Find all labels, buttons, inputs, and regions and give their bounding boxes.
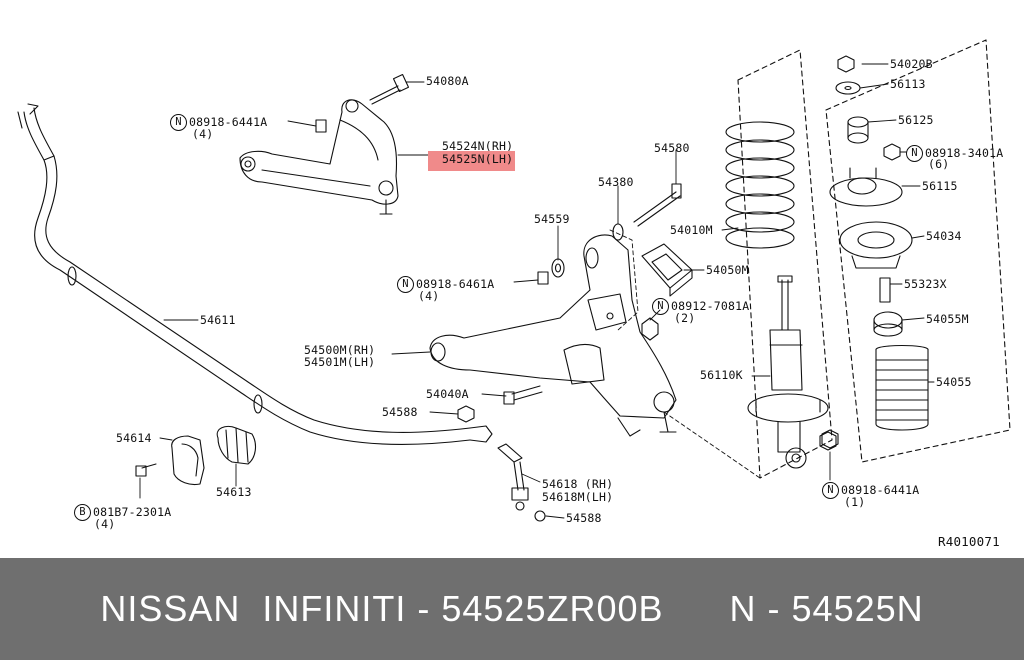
label-54559: 54559	[534, 212, 570, 226]
nut-08912	[641, 317, 659, 341]
label-54611: 54611	[200, 313, 236, 327]
label-text: 08918-6461A	[416, 277, 495, 291]
label-54618: 54618 (RH)	[542, 477, 614, 491]
label-text: 08912-7081A	[671, 299, 750, 313]
dashed-groups	[737, 39, 1011, 479]
bolt-54040A	[503, 385, 543, 405]
washer-54559	[537, 258, 565, 285]
label-54040A: 54040A	[426, 387, 469, 401]
label-54055: 54055	[936, 375, 972, 389]
label-56113: 56113	[890, 77, 926, 91]
label-54524N: 54524N(RH)	[442, 139, 514, 153]
bolt-54080A	[369, 73, 410, 105]
label-54055M: 54055M	[926, 312, 969, 326]
upper-link	[239, 99, 399, 215]
label-qty: (4)	[192, 127, 214, 141]
leader-lines	[139, 63, 935, 519]
diagram-reference: R4010071	[938, 534, 1000, 549]
n-mark-icon: N	[822, 482, 839, 499]
label-54580: 54580	[654, 141, 690, 155]
n-mark-icon: N	[906, 145, 923, 162]
shock-absorber	[747, 275, 837, 469]
label-56115: 56115	[922, 179, 958, 193]
lower-link	[429, 234, 677, 437]
label-54525N-highlighted: 54525N(LH)	[428, 151, 516, 171]
label-54080A: 54080A	[426, 74, 469, 88]
label-54588-lower: 54588	[566, 511, 602, 525]
label-qty: (1)	[844, 495, 866, 509]
n-mark-icon: N	[170, 114, 187, 131]
label-qty: (4)	[94, 517, 116, 531]
label-54588: 54588	[382, 405, 418, 419]
stabilizer-bar	[17, 103, 493, 445]
coil-spring	[725, 121, 795, 249]
label-55323X: 55323X	[904, 277, 947, 291]
n-mark-icon: N	[397, 276, 414, 293]
diagram-drawing	[17, 39, 1011, 522]
nut-54588-upper	[457, 405, 475, 423]
label-54501M: 54501M(LH)	[304, 355, 376, 369]
footer-short-number: N - 54525N	[729, 588, 924, 629]
label-54034: 54034	[926, 229, 962, 243]
label-54050M: 54050M	[706, 263, 749, 277]
label-54380: 54380	[598, 175, 634, 189]
label-text: 08918-6441A	[841, 483, 920, 497]
label-text: 08918-6441A	[189, 115, 268, 129]
footer-caption: NISSAN INFINITI - 54525ZR00B N - 54525N	[100, 588, 923, 630]
b-mark-icon: B	[74, 504, 91, 521]
label-54010M: 54010M	[670, 223, 713, 237]
label-54500M: 54500M(RH)	[304, 343, 376, 357]
label-54020B: 54020B	[890, 57, 933, 71]
label-54614: 54614	[116, 431, 152, 445]
footer-spacer	[664, 588, 730, 629]
label-54613: 54613	[216, 485, 252, 499]
clamp-54614	[135, 435, 205, 486]
label-54618M: 54618M(LH)	[542, 490, 614, 504]
label-text: 08918-3401A	[925, 146, 1004, 160]
label-qty: (6)	[928, 157, 950, 171]
footer-bar: NISSAN INFINITI - 54525ZR00B N - 54525N	[0, 558, 1024, 660]
label-qty: (2)	[674, 311, 696, 325]
stabilizer-link	[497, 443, 546, 522]
footer-brand-part-number: NISSAN INFINITI - 54525ZR00B	[100, 588, 664, 629]
n-mark-icon: N	[652, 298, 669, 315]
dashed-links	[385, 199, 761, 479]
label-qty: (4)	[418, 289, 440, 303]
label-56125: 56125	[898, 113, 934, 127]
label-text: 081B7-2301A	[93, 505, 172, 519]
bushing-54613	[216, 425, 257, 465]
label-56110K: 56110K	[700, 368, 743, 382]
